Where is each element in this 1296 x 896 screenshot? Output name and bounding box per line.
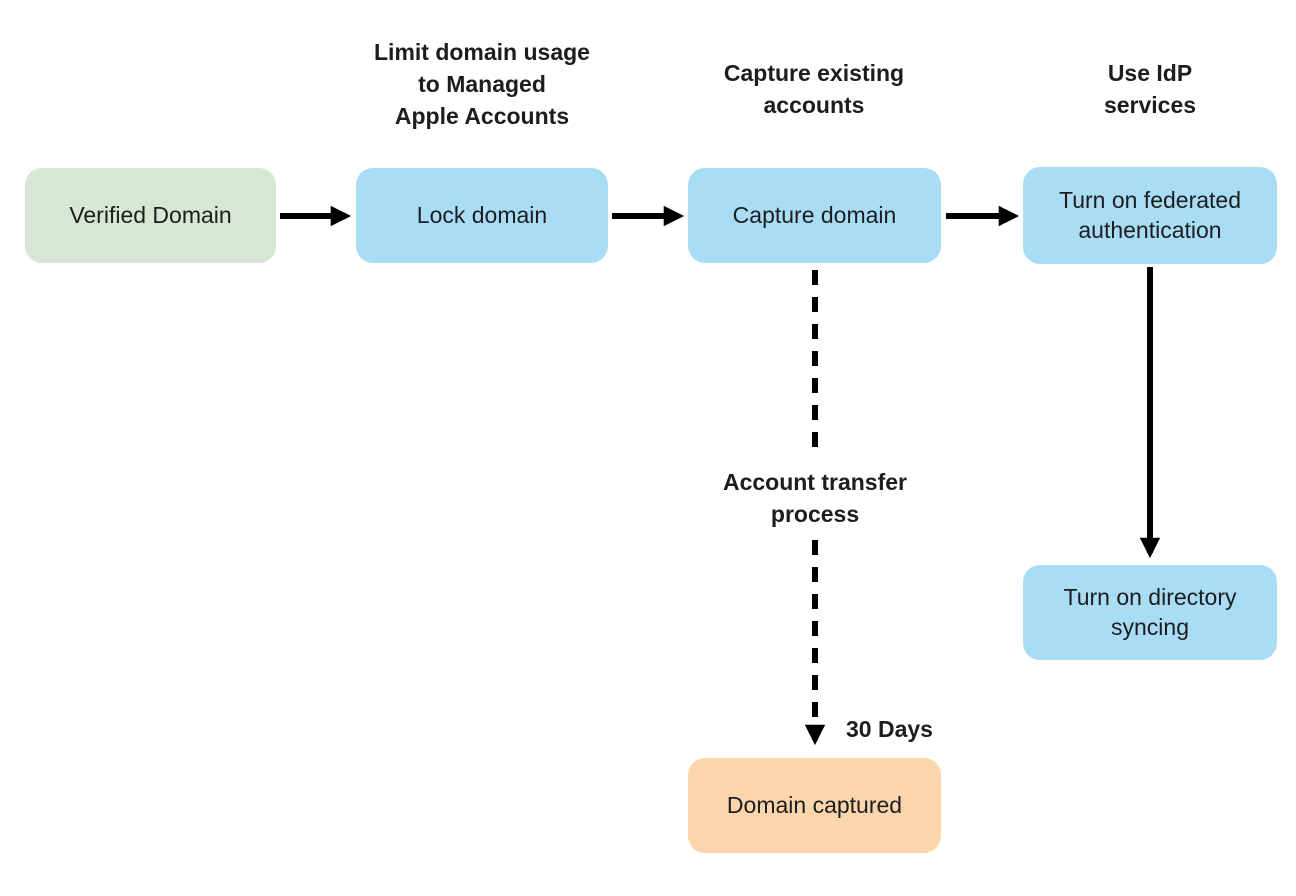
annotation-account-transfer-process: Account transfer process <box>665 466 965 531</box>
annotation-capture-existing-accounts: Capture existing accounts <box>723 60 905 119</box>
node-lock-domain: Lock domain <box>356 168 608 263</box>
node-verified-domain: Verified Domain <box>25 168 276 263</box>
edge-label-30-days: 30 Days <box>846 716 933 742</box>
node-turn-on-federated-authentication: Turn on federated authentication <box>1023 167 1277 264</box>
node-capture-domain: Capture domain <box>688 168 941 263</box>
annotation-limit-domain-usage: Limit domain usage to Managed Apple Acco… <box>374 39 590 130</box>
node-domain-captured: Domain captured <box>688 758 941 853</box>
node-turn-on-directory-syncing: Turn on directory syncing <box>1023 565 1277 660</box>
annotation-use-idp-services: Use IdP services <box>1103 60 1197 119</box>
